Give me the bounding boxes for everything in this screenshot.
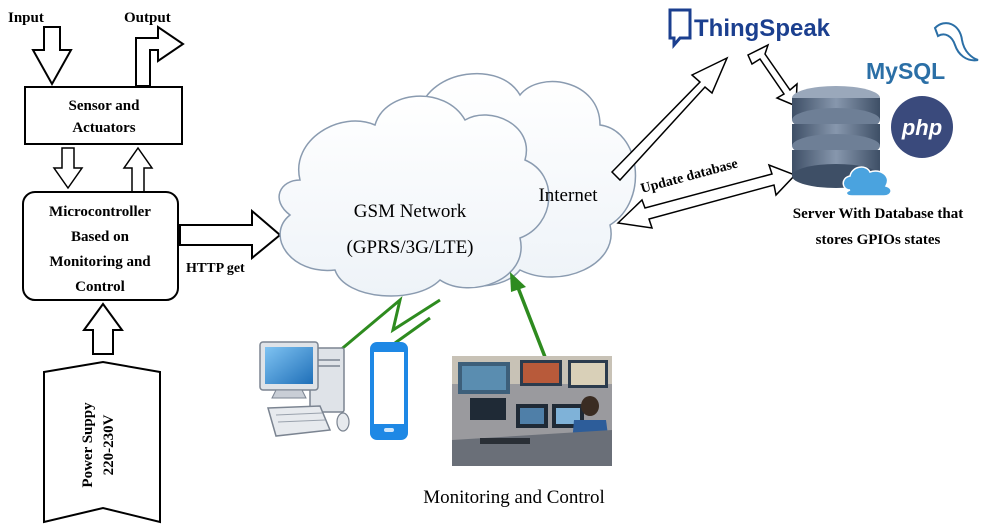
http-get-label: HTTP get xyxy=(186,261,245,276)
sensor-label-line1: Sensor and xyxy=(68,98,140,114)
server-label-line2: stores GPIOs states xyxy=(816,232,941,248)
mysql-dolphin-icon xyxy=(933,22,979,62)
smartphone-icon xyxy=(370,342,408,440)
power-label-line1: Power Suppy xyxy=(80,402,96,488)
power-supply-banner xyxy=(43,360,161,524)
sensor-label-line2: Actuators xyxy=(72,120,135,136)
output-label: Output xyxy=(124,10,171,26)
output-arrow xyxy=(135,25,185,87)
control-room-photo xyxy=(452,356,612,466)
mcu-label-line2: Based on xyxy=(71,229,130,245)
gsm-cloud xyxy=(278,95,550,297)
power-up-arrow xyxy=(82,302,124,355)
mysql-wordmark: MySQL xyxy=(866,58,945,84)
mcu-label-line1: Microcontroller xyxy=(49,204,151,220)
mcu-label-line4: Control xyxy=(75,279,125,295)
sensor-actuators-box xyxy=(24,86,183,145)
monitoring-control-caption: Monitoring and Control xyxy=(423,487,605,508)
sensor-to-mcu-arrow xyxy=(52,147,84,190)
input-arrow xyxy=(31,26,73,87)
microcontroller-box xyxy=(22,191,179,301)
gsm-protocols-label: (GPRS/3G/LTE) xyxy=(346,237,473,258)
wireless-links xyxy=(337,295,441,354)
mcu-label-line3: Monitoring and xyxy=(49,254,151,270)
internet-to-thingspeak-arrow xyxy=(610,56,729,182)
thingspeak-server-arrow xyxy=(747,43,798,108)
thingspeak-logo: ThingSpeak xyxy=(668,8,831,50)
php-logo: php xyxy=(891,96,953,158)
desktop-computer-icon xyxy=(259,341,350,437)
php-wordmark: php xyxy=(901,115,942,140)
http-get-arrow xyxy=(179,208,282,261)
control-to-cloud-arrow xyxy=(515,284,547,358)
power-label-line2: 220-230V xyxy=(101,414,117,475)
cloud-storage-icon xyxy=(842,166,892,197)
thingspeak-wordmark: ThingSpeak xyxy=(694,15,831,42)
gsm-network-label: GSM Network xyxy=(354,201,467,222)
input-label: Input xyxy=(8,10,44,26)
internet-label: Internet xyxy=(538,185,598,206)
control-to-cloud-arrowhead xyxy=(510,272,526,292)
mysql-logo: MySQL xyxy=(866,22,979,84)
mcu-to-sensor-arrow xyxy=(122,146,154,193)
thingspeak-bubble-icon xyxy=(668,8,692,50)
server-label-line1: Server With Database that xyxy=(793,206,963,222)
